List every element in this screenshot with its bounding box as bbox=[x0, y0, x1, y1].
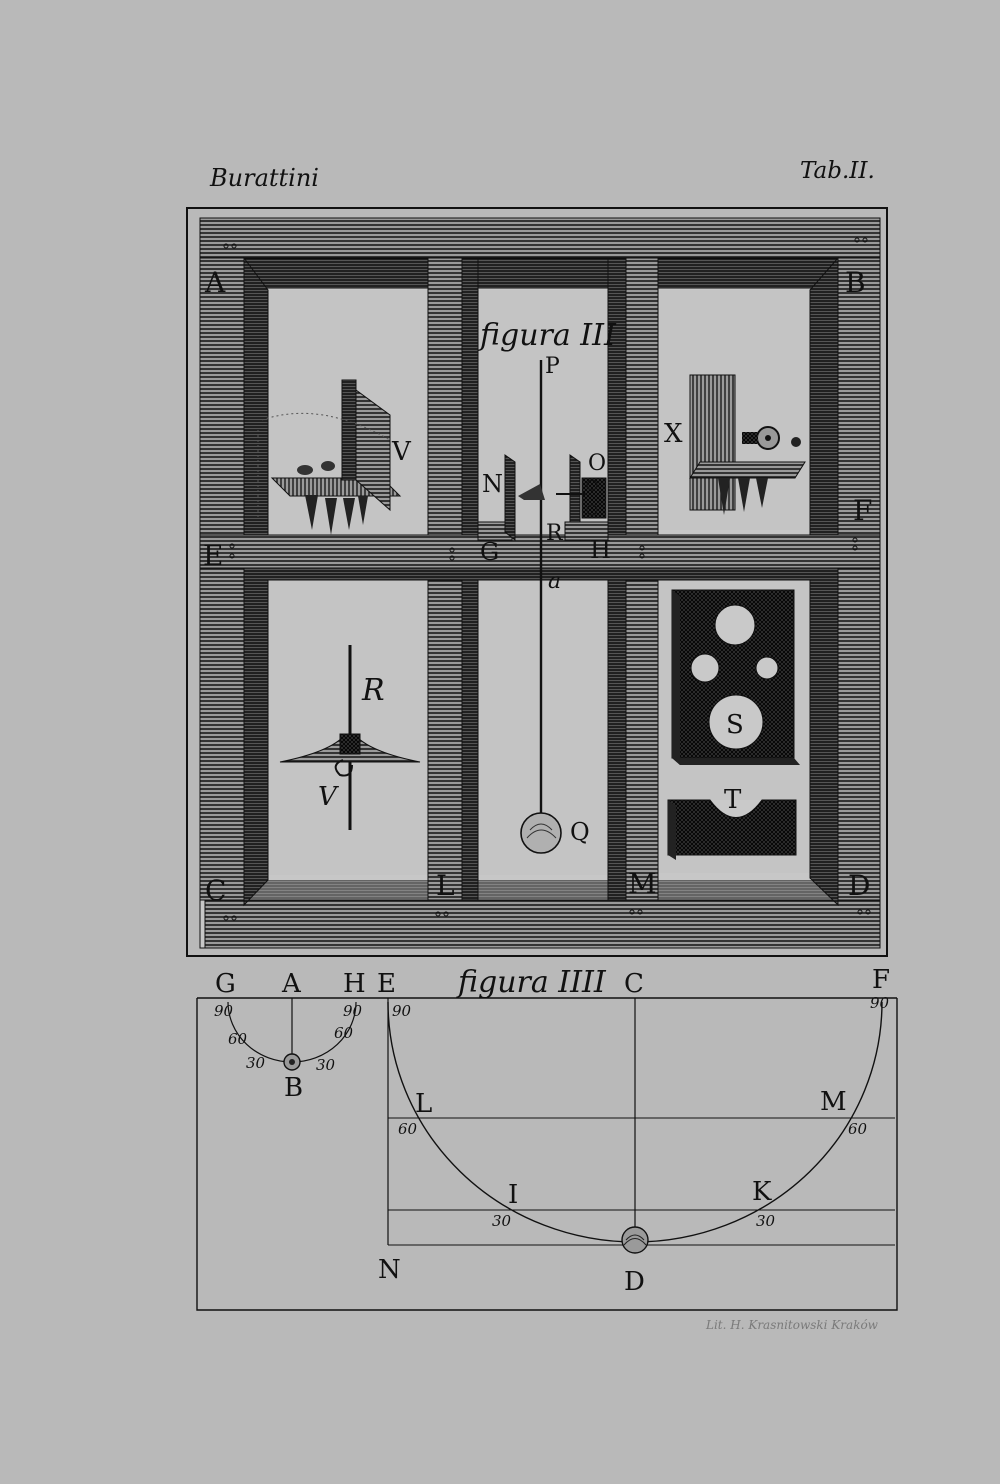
lithographer-credit: Lit. H. Krasnitowski Kraków bbox=[706, 1318, 878, 1332]
bracket-x bbox=[689, 374, 806, 515]
figure-4-frame bbox=[196, 997, 898, 1311]
big-left-90: 90 bbox=[392, 1002, 412, 1020]
label-s: S bbox=[726, 710, 744, 740]
small-right-30: 30 bbox=[316, 1056, 336, 1074]
small-right-60: 60 bbox=[334, 1024, 354, 1042]
big-right-90: 90 bbox=[870, 994, 890, 1012]
fig4-label-f: F bbox=[872, 965, 890, 995]
figure-4-caption: figura IIII bbox=[456, 965, 607, 1000]
small-right-90: 90 bbox=[343, 1002, 363, 1020]
label-x: X bbox=[664, 419, 683, 449]
label-o: O bbox=[588, 451, 606, 476]
label-alpha: a bbox=[548, 569, 561, 594]
fig4-label-l: L bbox=[415, 1089, 432, 1119]
label-v: V bbox=[391, 437, 412, 467]
big-right-30: 30 bbox=[756, 1212, 776, 1230]
big-right-60: 60 bbox=[848, 1120, 868, 1138]
small-left-60: 60 bbox=[228, 1030, 248, 1048]
figure-3-labels: A B C D E F L M V X N O P R G H a Q S T … bbox=[203, 266, 872, 907]
label-n: N bbox=[482, 470, 503, 498]
fig4-label-h: H bbox=[343, 969, 366, 999]
label-t: T bbox=[724, 785, 742, 815]
label-a: A bbox=[204, 266, 226, 299]
label-f: F bbox=[853, 494, 872, 527]
small-left-90: 90 bbox=[214, 1002, 234, 1020]
fig4-label-a: A bbox=[281, 969, 302, 999]
fig4-label-e: E bbox=[377, 969, 396, 999]
bracket-v bbox=[257, 379, 402, 535]
fig4-label-n: N bbox=[378, 1255, 401, 1285]
fig4-label-d: D bbox=[624, 1267, 645, 1297]
fig4-label-c: C bbox=[624, 969, 644, 999]
small-left-30: 30 bbox=[246, 1054, 266, 1072]
fig4-label-i: I bbox=[508, 1180, 518, 1210]
plate-author-title: Burattini bbox=[210, 164, 319, 192]
pendulum-assembly bbox=[477, 360, 609, 854]
fig4-label-g: G bbox=[215, 969, 236, 999]
label-e: E bbox=[203, 539, 223, 572]
label-c: C bbox=[205, 874, 226, 907]
label-g-small: G bbox=[480, 538, 499, 566]
label-d: D bbox=[848, 869, 870, 902]
block-t bbox=[667, 799, 797, 860]
label-l: L bbox=[436, 869, 455, 902]
plate-s bbox=[671, 589, 800, 765]
fig4-label-k: K bbox=[752, 1177, 772, 1207]
label-p: P bbox=[545, 354, 560, 379]
label-v-lower: V bbox=[318, 782, 339, 812]
big-left-30: 30 bbox=[492, 1212, 512, 1230]
fig4-label-m: M bbox=[820, 1087, 847, 1117]
big-arc-scale bbox=[387, 998, 895, 1254]
label-m: M bbox=[628, 867, 657, 900]
plate-number: Tab.II. bbox=[800, 158, 875, 184]
label-b: B bbox=[845, 266, 866, 299]
fig4-label-b: B bbox=[284, 1073, 303, 1103]
fixture-rv bbox=[279, 645, 421, 830]
big-left-60: 60 bbox=[398, 1120, 418, 1138]
figure-4-labels: G A H E C F B L M I K N D figura IIII bbox=[215, 965, 890, 1297]
label-h-small: H bbox=[590, 536, 611, 564]
figure-3-caption: figura III bbox=[478, 318, 617, 353]
small-arc-scale bbox=[227, 998, 357, 1071]
label-q: Q bbox=[570, 818, 590, 846]
label-r-lower: R bbox=[361, 673, 385, 708]
degree-numerals: 90 60 30 90 60 30 90 90 60 60 30 30 bbox=[214, 994, 890, 1230]
label-r-center: R bbox=[546, 521, 564, 546]
